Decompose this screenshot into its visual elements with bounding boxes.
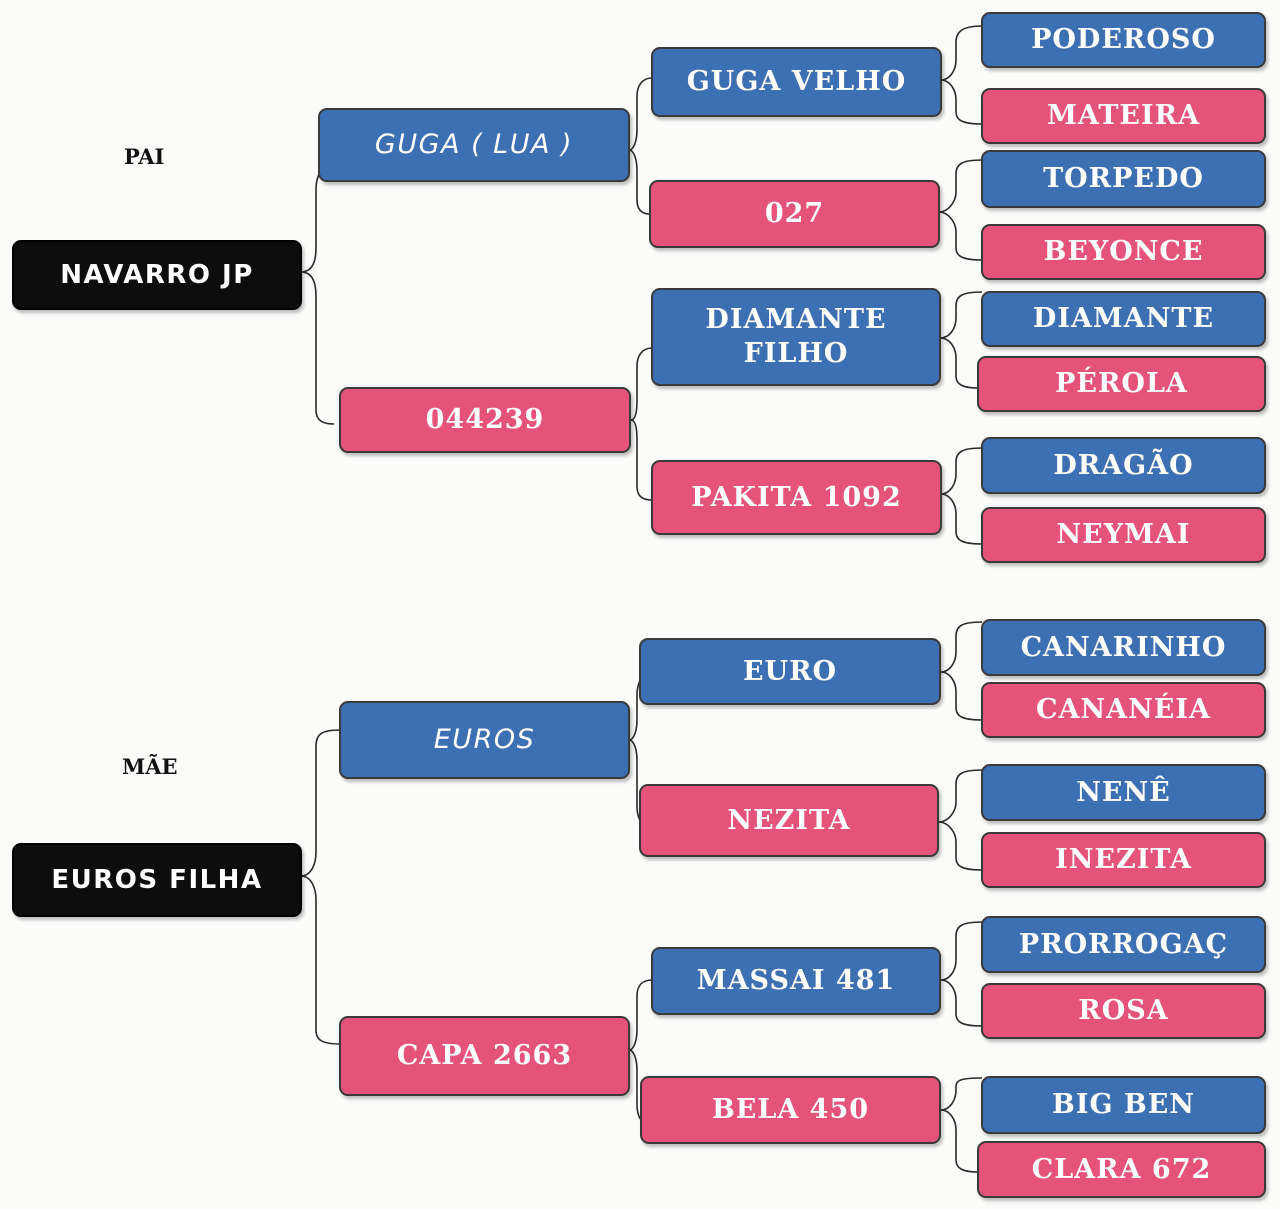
sire-ff-node[interactable]: GUGA VELHO: [651, 47, 942, 117]
dam-ff-node[interactable]: EURO: [639, 638, 941, 705]
dam-ffm-node[interactable]: CANANÉIA: [981, 682, 1266, 738]
dam-fmm-node[interactable]: INEZITA: [981, 832, 1266, 888]
sire-ffm-node[interactable]: MATEIRA: [981, 88, 1266, 144]
dam-father-node[interactable]: EUROS: [339, 701, 630, 779]
dam-mff-node[interactable]: PRORROGAÇ: [981, 916, 1266, 973]
dam-fm-node[interactable]: NEZITA: [639, 784, 939, 857]
sire-mf-node[interactable]: DIAMANTE FILHO: [651, 288, 941, 386]
sire-mm-node[interactable]: PAKITA 1092: [651, 460, 942, 535]
dam-fff-node[interactable]: CANARINHO: [981, 619, 1266, 676]
sire-mfm-node[interactable]: PÉROLA: [977, 356, 1266, 412]
sire-mff-node[interactable]: DIAMANTE: [981, 291, 1266, 347]
dam-mother-node[interactable]: CAPA 2663: [339, 1016, 630, 1096]
sire-fmf-node[interactable]: TORPEDO: [981, 150, 1266, 208]
dam-node[interactable]: EUROS FILHA: [12, 843, 302, 917]
label-pai: PAI: [124, 144, 165, 169]
sire-mmf-node[interactable]: DRAGÃO: [981, 437, 1266, 494]
sire-mmm-node[interactable]: NEYMAI: [981, 507, 1266, 563]
dam-mf-node[interactable]: MASSAI 481: [651, 947, 941, 1015]
dam-mmf-node[interactable]: BIG BEN: [981, 1076, 1266, 1134]
sire-mother-node[interactable]: 044239: [339, 387, 631, 453]
label-mae: MÃE: [122, 754, 178, 779]
sire-fmm-node[interactable]: BEYONCE: [981, 224, 1266, 280]
dam-mfm-node[interactable]: ROSA: [981, 983, 1266, 1039]
dam-fmf-node[interactable]: NENÊ: [981, 764, 1266, 821]
dam-mmm-node[interactable]: CLARA 672: [977, 1141, 1266, 1198]
sire-fm-node[interactable]: 027: [649, 180, 940, 248]
dam-mm-node[interactable]: BELA 450: [640, 1076, 941, 1144]
sire-father-node[interactable]: GUGA ( LUA ): [318, 108, 630, 182]
sire-fff-node[interactable]: PODEROSO: [981, 12, 1266, 68]
sire-node[interactable]: NAVARRO JP: [12, 240, 302, 310]
